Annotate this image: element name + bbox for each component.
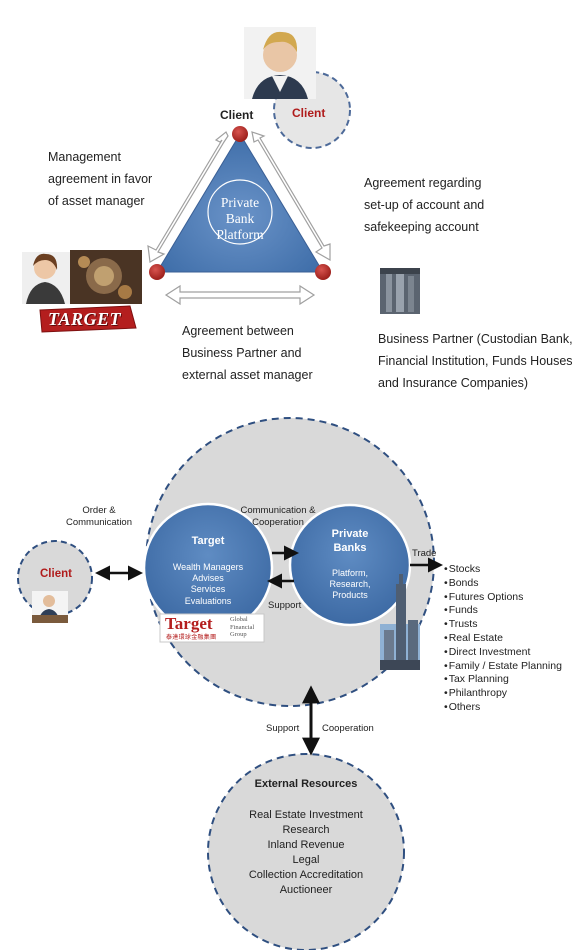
node-client	[232, 126, 248, 142]
text-line: Financial	[230, 623, 255, 631]
text-line: Platform,	[331, 568, 368, 578]
communication-cooperation-label: Communication & Cooperation	[230, 505, 326, 529]
text-line: Agreement between	[182, 324, 294, 338]
list-item: Trusts	[444, 618, 562, 632]
support-bottom-label: Support	[266, 723, 300, 734]
double-arrow-bottom	[164, 284, 316, 306]
text-line: Communication &	[240, 505, 316, 516]
text-line: Global	[230, 616, 248, 623]
text-line: Cooperation	[252, 517, 304, 528]
list-item: Philanthropy	[444, 687, 562, 701]
support-label: Support	[268, 600, 302, 611]
target-circle-services: Wealth Managers Advises Services Evaluat…	[158, 562, 258, 607]
target-logo-chinese: 泰達環球金融集團	[166, 635, 217, 641]
asset-manager-photo	[22, 250, 142, 304]
business-partner-text: Business Partner (Custodian Bank, Financ…	[378, 328, 573, 394]
skyscraper-photo	[380, 574, 420, 670]
text-line: Research	[282, 824, 330, 836]
text-line: Inland Revenue	[267, 839, 345, 851]
triangle-title-line: Bank	[225, 211, 255, 226]
platform-triangle	[156, 133, 324, 273]
management-agreement-text: Management agreement in favor of asset m…	[48, 146, 152, 212]
node-business-partner	[315, 264, 331, 280]
text-line: Order &	[82, 505, 116, 516]
list-item: Funds	[444, 604, 562, 618]
client-label-top: Client	[220, 108, 254, 122]
client-photo	[244, 27, 316, 99]
node-asset-manager	[149, 264, 165, 280]
cooperation-bottom-label: Cooperation	[322, 723, 374, 734]
client-label-bottom: Client	[40, 568, 72, 580]
text-line: Auctioneer	[279, 884, 333, 896]
private-banks-title: Private Banks	[315, 527, 385, 555]
target-logo-side: Global Financial Group	[230, 616, 254, 639]
triangle-title: Private Bank Platform	[210, 195, 270, 243]
text-line: Real Estate Investment	[249, 809, 363, 821]
external-resources-title: External Resources	[254, 778, 358, 790]
target-logo-bottom	[159, 613, 265, 643]
list-item: Real Estate	[444, 632, 562, 646]
list-item: Family / Estate Planning	[444, 660, 562, 674]
text-line: Legal	[292, 854, 320, 866]
client-desk-photo	[32, 591, 68, 623]
text-line: Wealth Managers	[172, 562, 244, 572]
list-item: Others	[444, 701, 562, 715]
text-line: Management	[48, 150, 121, 164]
client-bubble-label: Client	[292, 106, 326, 120]
business-partner-photo	[380, 268, 420, 314]
text-line: Group	[230, 631, 247, 639]
text-line: external asset manager	[182, 368, 313, 382]
text-line: of asset manager	[48, 194, 145, 208]
triangle-title-line: Platform	[216, 227, 264, 242]
list-item: Stocks	[444, 563, 562, 577]
double-arrow-right	[251, 131, 331, 262]
order-communication-label: Order & Communication	[56, 505, 142, 529]
text-line: Banks	[333, 542, 367, 554]
text-line: Business Partner (Custodian Bank,	[378, 332, 573, 346]
text-line: Advises	[192, 573, 224, 584]
text-line: Financial Institution, Funds Houses	[378, 354, 573, 368]
text-line: Communication	[66, 517, 132, 528]
text-line: and Insurance Companies)	[378, 376, 529, 390]
external-resources-list: Real Estate Investment Research Inland R…	[216, 808, 396, 898]
text-line: Collection Accreditation	[248, 869, 364, 881]
product-list: Stocks Bonds Futures Options Funds Trust…	[444, 563, 562, 715]
text-line: Agreement regarding	[364, 176, 482, 190]
text-line: Business Partner and	[182, 346, 302, 360]
text-line: set-up of account and	[364, 198, 485, 212]
text-line: safekeeping account	[364, 220, 479, 234]
text-line: Services	[190, 584, 226, 595]
text-line: Private	[331, 528, 369, 540]
list-item: Bonds	[444, 577, 562, 591]
text-line: Products	[332, 590, 368, 601]
text-line: Research,	[329, 579, 371, 590]
list-item: Tax Planning	[444, 673, 562, 687]
account-agreement-text: Agreement regarding set-up of account an…	[364, 172, 484, 238]
bp-agreement-text: Agreement between Business Partner and e…	[182, 320, 313, 386]
text-line: Evaluations	[184, 595, 232, 606]
target-circle-title: Target	[191, 535, 225, 547]
triangle-title-line: Private	[220, 195, 260, 210]
list-item: Futures Options	[444, 591, 562, 605]
double-arrow-left	[147, 131, 229, 263]
list-item: Direct Investment	[444, 646, 562, 660]
target-logo-top	[39, 305, 137, 333]
target-logo-top-text: TARGET	[48, 309, 122, 329]
private-banks-offerings: Platform, Research, Products	[315, 568, 385, 602]
target-logo-word: Target	[165, 614, 213, 633]
text-line: agreement in favor	[48, 172, 153, 186]
trade-label: Trade	[412, 548, 437, 559]
